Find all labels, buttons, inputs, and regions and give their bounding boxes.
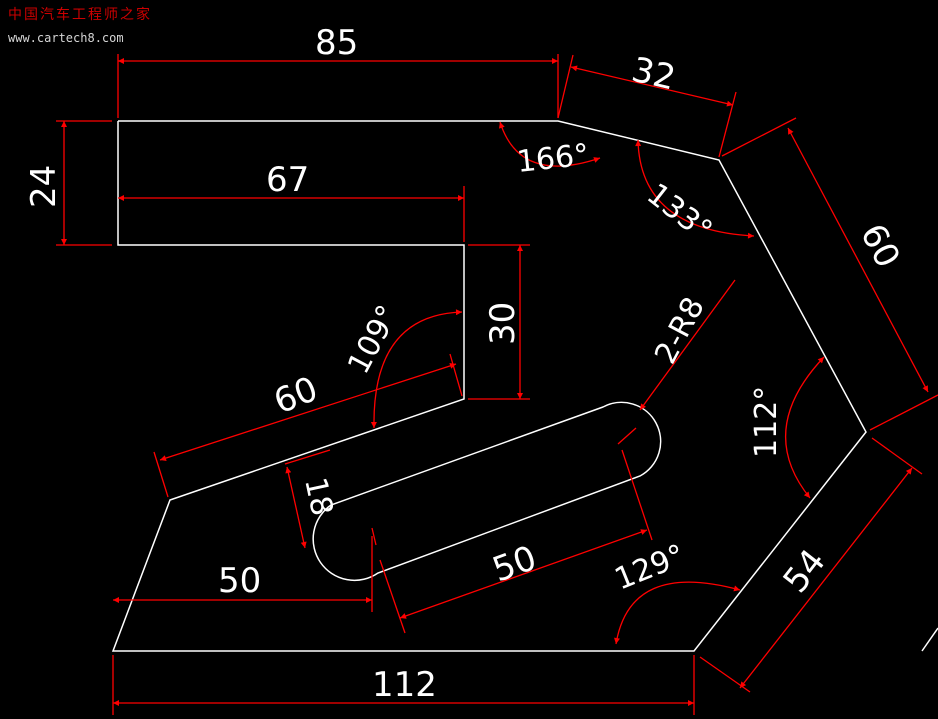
dim-2-r8: 2-R8	[648, 292, 712, 370]
dim-50-left: 50	[218, 561, 261, 601]
arc-112	[784, 356, 825, 499]
arc-109	[370, 309, 463, 429]
slot-center-mark-right	[617, 427, 637, 445]
arc-133	[635, 139, 755, 239]
dim-32: 32	[628, 50, 679, 99]
ext-60l-right	[449, 353, 463, 397]
ext-54-top	[871, 437, 923, 475]
ext-50s-left	[379, 559, 406, 634]
ext-32-left	[557, 54, 574, 119]
dim-60-left: 60	[268, 369, 323, 422]
leader-2-r8	[639, 279, 736, 411]
dim-30: 30	[483, 302, 523, 345]
dim-18: 18	[297, 474, 339, 519]
dim-line-60-right	[787, 127, 929, 393]
dim-133: 133°	[640, 177, 718, 249]
ext-60r-top	[721, 117, 797, 157]
dim-line-32	[570, 65, 734, 107]
dim-166: 166°	[515, 138, 591, 180]
dim-112: 112	[372, 665, 437, 705]
arc-166	[498, 121, 601, 167]
ext-50s-right	[621, 449, 653, 541]
watermark-title: 中国汽车工程师之家	[8, 7, 152, 23]
dim-24: 24	[24, 165, 64, 208]
dim-54: 54	[776, 542, 834, 601]
dim-67: 67	[266, 160, 309, 200]
ext-60r-bottom	[869, 394, 938, 431]
dim-50-slot: 50	[487, 538, 541, 590]
ext-54-bottom	[699, 656, 751, 693]
dim-line-54	[739, 467, 913, 689]
dim-129: 129°	[610, 538, 690, 598]
dim-line-50-slot	[399, 529, 648, 619]
dim-109: 109°	[341, 300, 406, 380]
dim-line-18	[285, 466, 307, 549]
dimension-labels: 85 32 24 67 166° 133° 60 30 109° 2-R8 60…	[24, 23, 908, 705]
dimension-lines	[56, 54, 938, 715]
watermark-url: www.cartech8.com	[8, 31, 124, 45]
edge-fragment	[921, 627, 938, 652]
arc-129	[614, 581, 741, 645]
dim-112-angle: 112°	[749, 386, 784, 458]
ext-60l-left	[153, 451, 169, 498]
ext-18-top	[284, 449, 331, 465]
dim-85: 85	[315, 23, 358, 63]
slot-center-mark-left	[371, 527, 377, 546]
